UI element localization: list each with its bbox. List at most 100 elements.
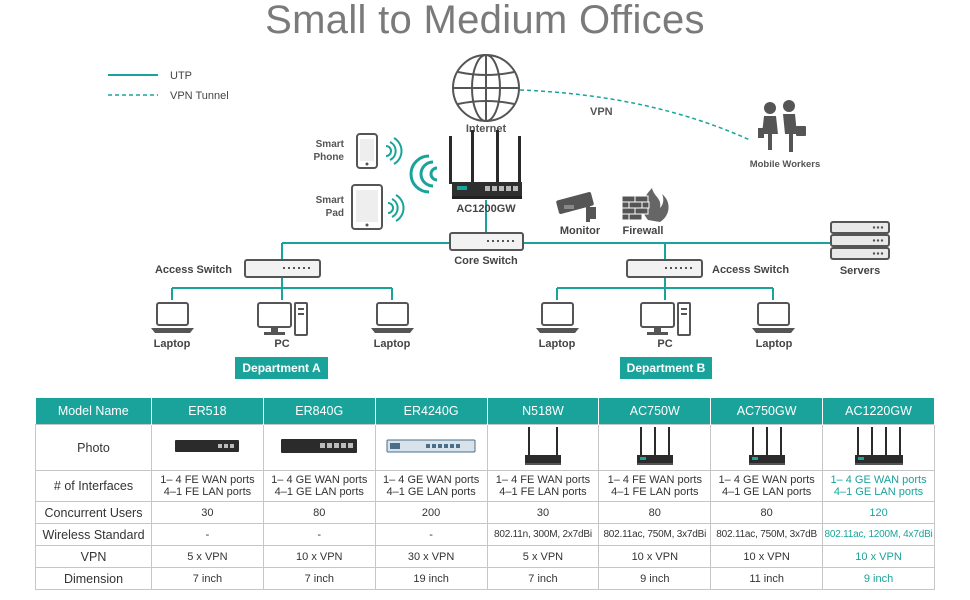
- column-header: AC1220GW: [822, 398, 935, 425]
- access-switch-right-label: Access Switch: [712, 264, 789, 276]
- cell-line: 4–1 GE LAN ports: [722, 486, 812, 498]
- product-photo: [151, 424, 264, 471]
- table-cell: -: [374, 523, 488, 546]
- table-cell: 11 inch: [710, 567, 824, 590]
- table-cell: 10 x VPN: [262, 545, 376, 568]
- table-row: Concurrent Users 30 80 200 30 80 80 120: [35, 501, 935, 524]
- router-icon: [636, 427, 673, 465]
- tablet-icon: [351, 184, 383, 230]
- camera-icon: [556, 192, 596, 222]
- monitor-label: Monitor: [560, 225, 601, 237]
- firewall-icon: [621, 188, 669, 222]
- router-icon: [854, 427, 903, 465]
- column-header: ER518: [151, 398, 264, 425]
- laptop-icon: [371, 302, 414, 333]
- table-cell: 10 x VPN: [598, 545, 712, 568]
- router-icon: [524, 427, 561, 465]
- column-header: ER840G: [263, 398, 376, 425]
- router-icon: [175, 440, 240, 452]
- switch-icon: [244, 259, 321, 278]
- network-diagram: UTP VPN Tunnel VPN Internet: [108, 54, 890, 350]
- column-header: N518W: [487, 398, 600, 425]
- pc-icon: [640, 302, 691, 336]
- table-row: Photo: [35, 424, 935, 471]
- smart-pad-label-1: Smart: [316, 195, 345, 206]
- table-cell: -: [262, 523, 376, 546]
- globe-icon: [452, 54, 520, 122]
- cell-line: 1– 4 FE WAN ports: [495, 474, 591, 486]
- laptop-label: Laptop: [374, 338, 411, 350]
- access-switch-left-label: Access Switch: [155, 264, 232, 276]
- people-icon: [758, 100, 806, 152]
- firewall-label: Firewall: [623, 225, 664, 237]
- servers-label: Servers: [840, 265, 880, 277]
- cell-line: 4–1 GE LAN ports: [833, 486, 924, 498]
- laptop-icon: [752, 302, 795, 333]
- table-cell: 19 inch: [374, 567, 488, 590]
- table-cell: 7 inch: [262, 567, 376, 590]
- cell-line: 1– 4 FE WAN ports: [607, 474, 702, 486]
- table-cell: 5 x VPN: [486, 545, 600, 568]
- table-cell: 10 x VPN: [822, 545, 935, 568]
- cell-line: 4–1 GE LAN ports: [386, 486, 476, 498]
- table-cell: 802.11n, 300M, 2x7dBi: [486, 523, 600, 546]
- table-cell: 200: [374, 501, 488, 524]
- router-icon: [281, 439, 358, 453]
- table-cell: 802.11ac, 750M, 3x7dBi: [598, 523, 712, 546]
- product-photo: [486, 424, 600, 471]
- page-title: Small to Medium Offices: [265, 0, 705, 42]
- server-icon: [830, 221, 890, 260]
- cell-line: 1– 4 GE WAN ports: [718, 474, 815, 486]
- column-header: Model Name: [35, 398, 152, 425]
- table-cell: 9 inch: [822, 567, 935, 590]
- vpn-tunnel-line: [519, 89, 751, 141]
- table-row: Wireless Standard - - - 802.11n, 300M, 2…: [35, 523, 935, 546]
- smart-phone-label-1: Smart: [316, 139, 345, 150]
- table-cell: 30: [486, 501, 600, 524]
- laptop-label: Laptop: [539, 338, 576, 350]
- laptop-icon: [536, 302, 579, 333]
- table-cell: 9 inch: [598, 567, 712, 590]
- table-cell: 120: [822, 501, 935, 524]
- model-spec-table: Model Name ER518 ER840G ER4240G N518W AC…: [35, 398, 935, 590]
- row-label: Photo: [35, 424, 152, 471]
- smartphone-icon: [356, 133, 378, 169]
- product-photo: [262, 424, 376, 471]
- row-label: # of Interfaces: [35, 470, 152, 502]
- column-header: AC750W: [598, 398, 712, 425]
- table-cell: 5 x VPN: [151, 545, 264, 568]
- smart-phone-label-2: Phone: [313, 152, 344, 163]
- core-switch-label: Core Switch: [454, 255, 518, 267]
- cell-line: 1– 4 GE WAN ports: [383, 474, 480, 486]
- department-a-badge: Department A: [235, 357, 328, 379]
- column-header: ER4240G: [375, 398, 488, 425]
- table-cell: 802.11ac, 1200M, 4x7dBi: [822, 523, 935, 546]
- pc-icon: [257, 302, 308, 336]
- table-cell: 10 x VPN: [710, 545, 824, 568]
- table-cell: 30: [151, 501, 264, 524]
- table-cell: -: [151, 523, 264, 546]
- wifi-icon: [385, 137, 403, 165]
- product-photo: [598, 424, 712, 471]
- legend-vpn-label: VPN Tunnel: [170, 90, 229, 102]
- cell-line: 4–1 FE LAN ports: [163, 486, 252, 498]
- vpn-label: VPN: [590, 106, 613, 118]
- router-icon: [386, 439, 476, 453]
- table-row: Dimension 7 inch 7 inch 19 inch 7 inch 9…: [35, 567, 935, 590]
- gateway-label: AC1200GW: [456, 203, 516, 215]
- table-row: VPN 5 x VPN 10 x VPN 30 x VPN 5 x VPN 10…: [35, 545, 935, 568]
- router-icon: [449, 130, 522, 199]
- pc-label: PC: [657, 338, 672, 350]
- wifi-icon: [387, 194, 405, 222]
- department-b-badge: Department B: [620, 357, 712, 379]
- product-photo: [822, 424, 935, 471]
- cell-line: 1– 4 GE WAN ports: [830, 474, 927, 486]
